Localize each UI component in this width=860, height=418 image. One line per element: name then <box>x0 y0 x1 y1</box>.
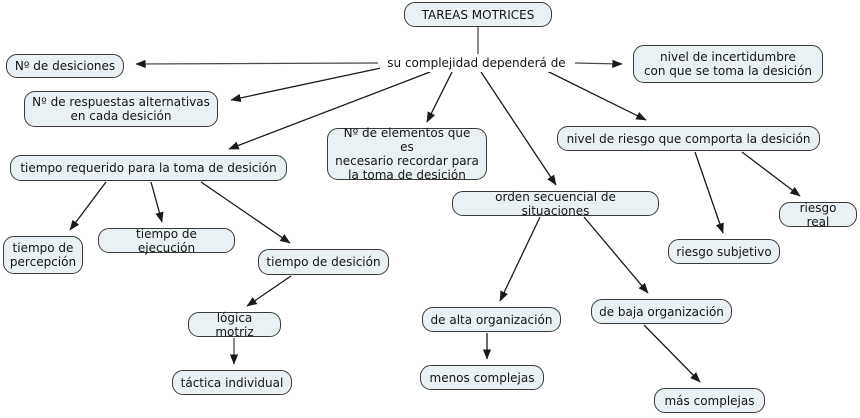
node-mas-complejas[interactable]: más complejas <box>654 388 765 413</box>
edge-nivel-riesgo-to-subjetivo <box>694 151 724 234</box>
node-tareas-motrices[interactable]: TAREAS MOTRICES <box>404 2 552 27</box>
node-riesgo-real[interactable]: riesgo real <box>779 201 857 229</box>
node-tiempo-de-percepcion[interactable]: tiempo de percepción <box>3 236 83 274</box>
edge-complejidad-to-orden-secuencial <box>480 71 557 186</box>
edge-tiempo-desicion-to-logica-motriz <box>246 275 292 307</box>
node-tiempo-requerido[interactable]: tiempo requerido para la toma de desició… <box>10 155 287 181</box>
node-numero-de-elementos[interactable]: Nº de elementos que es necesario recorda… <box>327 126 487 182</box>
edge-orden-to-alta-organizacion <box>499 216 541 302</box>
edge-tiempo-requerido-to-percepcion <box>69 181 107 231</box>
node-numero-de-respuestas-alternativas[interactable]: Nº de respuestas alternativas en cada de… <box>24 91 218 127</box>
node-tactica-individual[interactable]: táctica individual <box>172 370 292 395</box>
node-de-alta-organizacion[interactable]: de alta organización <box>422 307 561 332</box>
node-tiempo-de-ejecucion[interactable]: tiempo de ejecución <box>98 227 235 255</box>
edge-complejidad-to-num-desiciones <box>135 59 379 69</box>
node-menos-complejas[interactable]: menos complejas <box>420 365 544 390</box>
node-nivel-de-riesgo[interactable]: nivel de riesgo que comporta la desición <box>557 126 820 151</box>
node-nivel-de-incertidumbre[interactable]: nivel de incertidumbre con que se toma l… <box>633 45 823 83</box>
edge-complejidad-to-nivel-riesgo <box>546 70 647 121</box>
node-tiempo-de-desicion[interactable]: tiempo de desición <box>258 249 389 275</box>
node-su-complejidad-dependera-de: su complejidad dependerá de <box>380 54 573 72</box>
edge-complejidad-to-num-elementos <box>426 71 453 123</box>
edge-baja-to-mas-complejas <box>643 324 701 383</box>
node-numero-de-desiciones[interactable]: Nº de desiciones <box>6 54 124 78</box>
edge-orden-to-baja-organizacion <box>583 216 649 294</box>
edge-tiempo-requerido-to-ejecucion <box>150 181 164 223</box>
node-de-baja-organizacion[interactable]: de baja organización <box>591 299 732 324</box>
edge-complejidad-to-nivel-incertidumbre <box>574 59 623 68</box>
node-logica-motriz[interactable]: lógica motriz <box>188 311 281 339</box>
edge-complejidad-to-num-respuestas <box>230 67 382 103</box>
node-orden-secuencial-de-situaciones[interactable]: orden secuencial de situaciones <box>452 190 659 218</box>
node-riesgo-subjetivo[interactable]: riesgo subjetivo <box>668 239 780 264</box>
edge-nivel-riesgo-to-real <box>741 151 801 197</box>
